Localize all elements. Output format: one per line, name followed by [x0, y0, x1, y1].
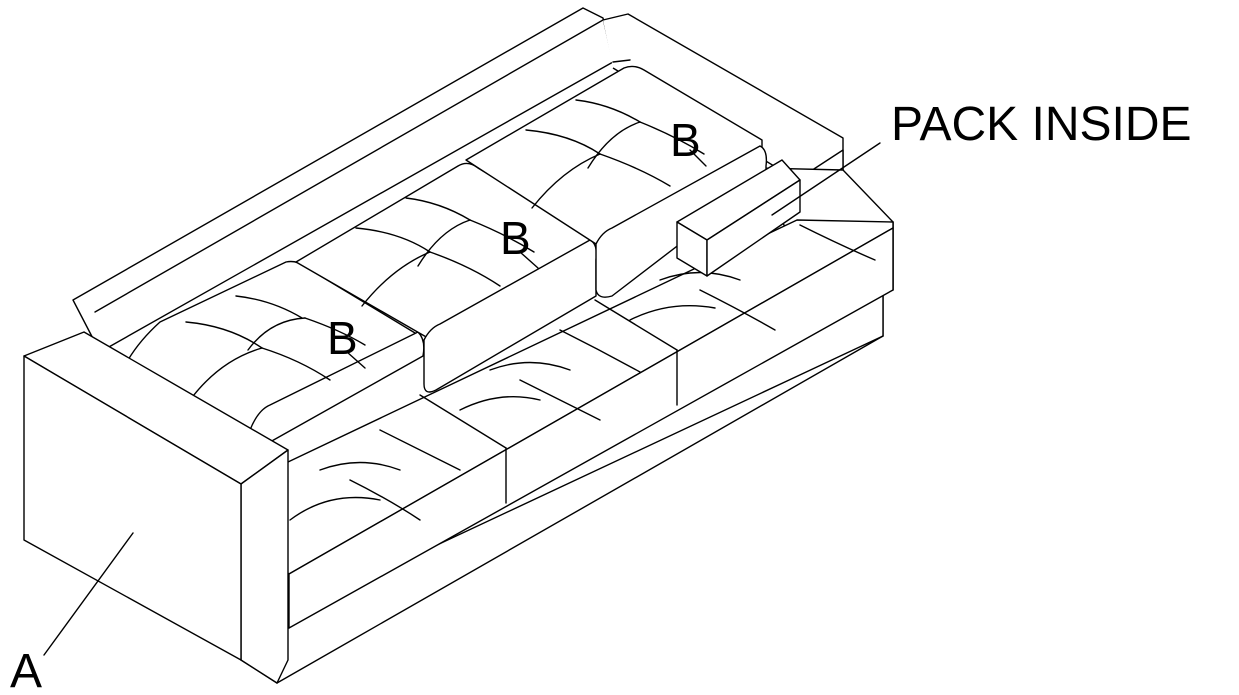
pack-inside-label: PACK INSIDE — [891, 98, 1192, 151]
leader-lines — [43, 142, 881, 656]
part-a-label: A — [10, 645, 42, 695]
part-b-label-left: B — [327, 312, 358, 364]
back-cushions — [127, 65, 768, 444]
part-b-label-middle: B — [500, 212, 531, 264]
left-arm — [23, 331, 289, 684]
part-b-label-right: B — [670, 114, 701, 166]
packed-block — [676, 159, 801, 277]
